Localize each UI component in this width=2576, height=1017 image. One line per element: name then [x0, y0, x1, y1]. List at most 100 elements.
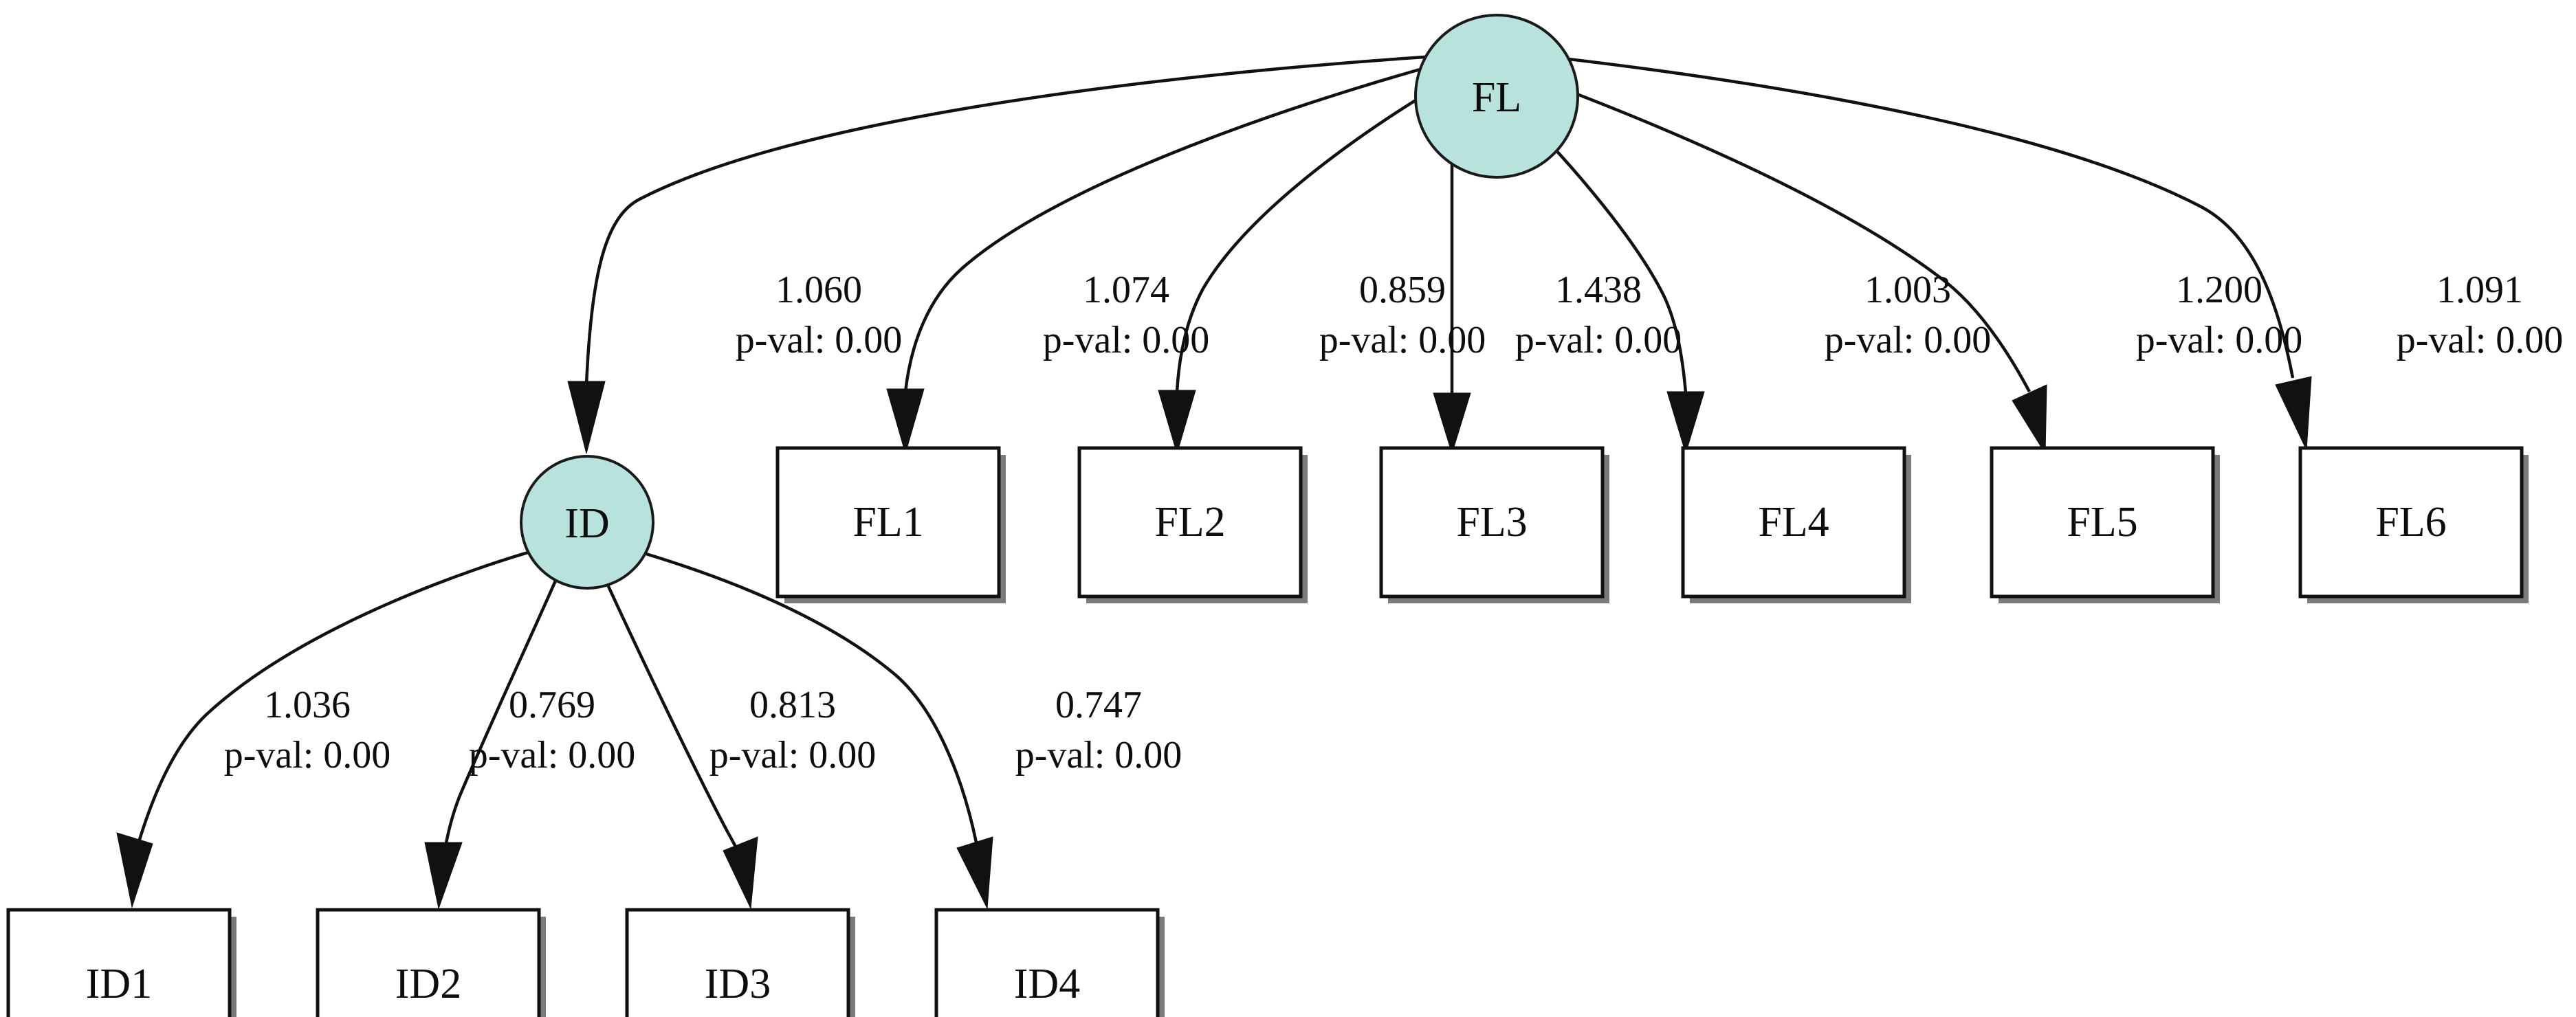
edge-fl-to-fl3-arrowhead	[1433, 392, 1471, 455]
edge-label-fl-to-fl1-coef: 1.074	[1083, 269, 1169, 311]
edge-fl-to-fl6[interactable]	[1509, 50, 2312, 451]
node-fl4[interactable]: FL4	[1681, 446, 1911, 603]
edge-id-to-id1[interactable]	[116, 548, 538, 908]
edge-fl-to-fl1-path	[903, 57, 1458, 392]
edge-fl-to-id-path	[584, 53, 1457, 385]
node-fl1[interactable]: FL1	[775, 446, 1006, 603]
edge-label-id-to-id1-pval: p-val: 0.00	[224, 734, 391, 776]
node-fl-root-ellipse	[1414, 14, 1579, 179]
edge-label-fl-to-fl6: 1.091 p-val: 0.00	[2397, 269, 2564, 361]
node-fl6[interactable]: FL6	[2298, 446, 2529, 603]
edge-label-fl-to-fl5-pval: p-val: 0.00	[2136, 319, 2303, 361]
node-fl2-label: FL2	[1154, 499, 1225, 546]
node-id1-label: ID1	[86, 961, 152, 1007]
node-fl6-label: FL6	[2375, 499, 2446, 546]
edge-fl-to-fl6-arrowhead	[2275, 376, 2312, 451]
edge-id-to-id1-arrowhead	[116, 832, 153, 908]
edge-label-id-to-id2-pval: p-val: 0.00	[469, 734, 636, 776]
edge-label-fl-to-id-pval: p-val: 0.00	[736, 319, 903, 361]
edge-label-fl-to-fl1: 1.074 p-val: 0.00	[1043, 269, 1210, 361]
edge-id-to-id3[interactable]	[602, 575, 758, 910]
edge-label-fl-to-fl2: 0.859 p-val: 0.00	[1319, 269, 1486, 361]
edge-label-fl-to-fl2-coef: 0.859	[1359, 269, 1446, 311]
edge-label-fl-to-fl3-coef: 1.438	[1555, 269, 1642, 311]
edge-label-fl-to-fl5: 1.200 p-val: 0.00	[2136, 269, 2303, 361]
edge-id-to-id3-path	[602, 575, 744, 860]
edge-label-id-to-id3: 0.813 p-val: 0.00	[709, 684, 877, 776]
node-fl2-rect	[1077, 446, 1303, 599]
edge-fl-to-fl2[interactable]	[1158, 80, 1449, 455]
edge-label-id-to-id1-coef: 1.036	[264, 684, 351, 726]
edge-label-id-to-id3-pval: p-val: 0.00	[709, 734, 877, 776]
node-id1[interactable]: ID1	[6, 908, 236, 1017]
node-fl5-rect	[1990, 446, 2215, 599]
edge-fl-to-fl6-path	[1509, 50, 2295, 379]
edge-id-to-id2-path	[443, 574, 560, 847]
edge-label-id-to-id3-coef: 0.813	[749, 684, 836, 726]
node-id2-label: ID2	[395, 961, 461, 1007]
edge-label-id-to-id4: 0.747 p-val: 0.00	[1015, 684, 1182, 776]
node-fl6-rect	[2298, 446, 2524, 599]
edge-id-to-id2-arrowhead	[424, 842, 463, 910]
edge-fl-to-fl5-arrowhead	[2012, 384, 2047, 455]
node-id-root-ellipse	[520, 455, 654, 590]
node-id3-rect	[625, 908, 850, 1017]
node-fl5[interactable]: FL5	[1990, 446, 2220, 603]
edge-label-fl-to-id: 1.060 p-val: 0.00	[736, 269, 903, 361]
edge-fl-to-fl1[interactable]	[886, 57, 1458, 455]
edge-label-fl-to-fl3: 1.438 p-val: 0.00	[1515, 269, 1682, 361]
node-fl2[interactable]: FL2	[1077, 446, 1308, 603]
edge-label-id-to-id1: 1.036 p-val: 0.00	[224, 684, 391, 776]
node-id3[interactable]: ID3	[625, 908, 855, 1017]
node-id4[interactable]: ID4	[934, 908, 1165, 1017]
edge-group-id	[116, 548, 993, 910]
edge-id-to-id2[interactable]	[424, 574, 560, 910]
edge-label-fl-to-fl4: 1.003 p-val: 0.00	[1825, 269, 1992, 361]
node-id4-rect	[934, 908, 1160, 1017]
edge-label-fl-to-fl1-pval: p-val: 0.00	[1043, 319, 1210, 361]
edge-label-id-to-id2-coef: 0.769	[509, 684, 595, 726]
edge-label-id-to-id4-coef: 0.747	[1055, 684, 1142, 726]
edge-fl-to-fl5-path	[1506, 65, 2031, 393]
node-fl1-rect	[775, 446, 1001, 599]
node-fl-root[interactable]: FL	[1414, 14, 1579, 179]
edge-label-fl-to-fl4-coef: 1.003	[1864, 269, 1951, 311]
edge-label-fl-to-id-coef: 1.060	[775, 269, 862, 311]
fl-leaf-boxes: FL1 FL2 FL3 FL4 FL5	[775, 446, 2529, 603]
edge-label-fl-to-fl2-pval: p-val: 0.00	[1319, 319, 1486, 361]
node-fl1-label: FL1	[852, 499, 923, 546]
id-leaf-boxes: ID1 ID2 ID3 ID4	[6, 908, 1165, 1017]
node-fl3[interactable]: FL3	[1379, 446, 1609, 603]
edge-id-to-id3-arrowhead	[723, 836, 758, 910]
edge-fl-to-id-arrowhead	[567, 381, 606, 454]
node-id2[interactable]: ID2	[316, 908, 546, 1017]
node-id-root-label: ID	[564, 500, 609, 547]
edge-label-id-to-id4-pval: p-val: 0.00	[1015, 734, 1182, 776]
node-id-root[interactable]: ID	[520, 455, 654, 590]
node-fl4-label: FL4	[1758, 499, 1829, 546]
edge-label-fl-to-fl3-pval: p-val: 0.00	[1515, 319, 1682, 361]
edge-label-fl-to-fl4-pval: p-val: 0.00	[1825, 319, 1992, 361]
node-fl3-rect	[1379, 446, 1605, 599]
edge-fl-to-fl4-arrowhead	[1666, 391, 1705, 455]
node-fl4-rect	[1681, 446, 1906, 599]
edge-label-fl-to-fl5-coef: 1.200	[2176, 269, 2263, 311]
node-fl3-label: FL3	[1456, 499, 1527, 546]
node-fl-root-label: FL	[1472, 74, 1521, 121]
edge-label-group-id: 1.036 p-val: 0.00 0.769 p-val: 0.00 0.81…	[224, 684, 1182, 776]
edge-id-to-id4-path	[632, 548, 978, 843]
edge-label-fl-to-fl6-pval: p-val: 0.00	[2397, 319, 2564, 361]
edge-label-group-fl: 1.060 p-val: 0.00 1.074 p-val: 0.00 0.85…	[736, 269, 2564, 361]
node-id4-label: ID4	[1014, 961, 1080, 1007]
edge-fl-to-fl5[interactable]	[1506, 65, 2047, 455]
node-id2-rect	[316, 908, 541, 1017]
edge-label-id-to-id2: 0.769 p-val: 0.00	[469, 684, 636, 776]
edge-fl-to-id[interactable]	[567, 53, 1457, 454]
edge-id-to-id1-path	[137, 548, 538, 842]
edge-id-to-id4[interactable]	[632, 548, 993, 910]
edge-label-fl-to-fl6-coef: 1.091	[2436, 269, 2523, 311]
edge-fl-to-fl2-arrowhead	[1158, 390, 1196, 455]
node-id3-label: ID3	[705, 961, 771, 1007]
edge-group-fl	[567, 50, 2312, 455]
